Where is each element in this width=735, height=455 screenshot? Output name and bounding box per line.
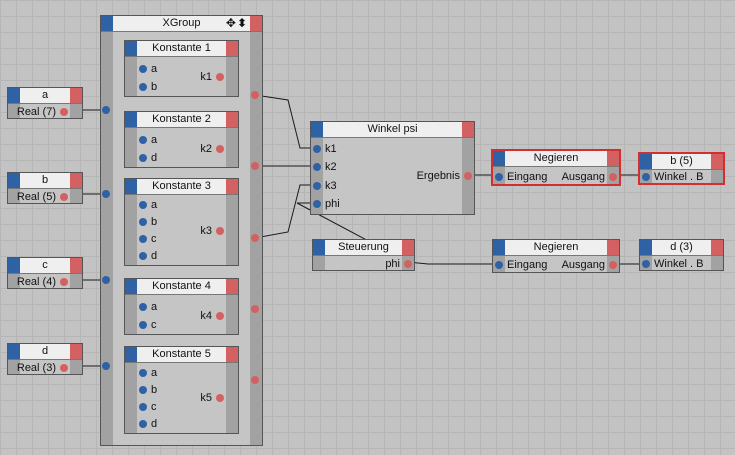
output-port-ergebnis[interactable]: Ergebnis	[417, 169, 473, 183]
input-port-b[interactable]: b	[139, 383, 157, 397]
output-port-phi[interactable]: phi	[385, 257, 412, 271]
node-title: Konstante 1	[152, 42, 211, 54]
input-port-a[interactable]: a	[139, 198, 157, 212]
input-port-k3[interactable]: k3	[313, 179, 337, 193]
output-port-k4[interactable]: k4	[200, 309, 224, 323]
input-port-winkel-b[interactable]: Winkel . B	[642, 170, 704, 184]
xgroup-input-port-d[interactable]	[102, 362, 110, 370]
node-title: c	[42, 259, 48, 271]
input-port-b[interactable]: b	[139, 80, 157, 94]
output-port-real[interactable]: Real (4)	[17, 275, 69, 289]
input-port-phi[interactable]: phi	[313, 197, 340, 211]
output-port-k2[interactable]: k2	[200, 142, 224, 156]
konstante-1-node[interactable]: Konstante 1 a b k1	[124, 40, 239, 97]
node-title: Konstante 3	[152, 180, 211, 192]
xgroup-input-port-a[interactable]	[102, 106, 110, 114]
node-title: Steuerung	[338, 241, 389, 253]
input-port-eingang[interactable]: Eingang	[495, 258, 547, 272]
input-node-b[interactable]: b Real (5)	[7, 172, 83, 204]
input-port-c[interactable]: c	[139, 318, 157, 332]
move-icon[interactable]: ✥	[225, 16, 237, 30]
input-port-b[interactable]: b	[139, 215, 157, 229]
input-node-c[interactable]: c Real (4)	[7, 257, 83, 289]
xgroup-output-port-k3[interactable]	[251, 234, 259, 242]
node-title: d	[41, 345, 49, 357]
input-port-a[interactable]: a	[139, 62, 157, 76]
input-port-c[interactable]: c	[139, 400, 157, 414]
node-title: d (3)	[670, 241, 693, 253]
input-node-a[interactable]: a Real (7)	[7, 87, 83, 119]
input-port-eingang[interactable]: Eingang	[495, 170, 547, 184]
node-title: b	[41, 174, 49, 186]
xgroup-output-port-k4[interactable]	[251, 305, 259, 313]
input-node-d[interactable]: d Real (3)	[7, 343, 83, 375]
xgroup-input-port-c[interactable]	[102, 276, 110, 284]
xgroup-input-strip	[101, 32, 113, 445]
wire-k3	[254, 184, 316, 239]
node-title: Negieren	[533, 241, 579, 253]
input-port-d[interactable]: d	[139, 249, 157, 263]
konstante-3-node[interactable]: Konstante 3 a b c d k3	[124, 178, 239, 266]
input-port-a[interactable]: a	[139, 133, 157, 147]
node-title: Negieren	[533, 152, 579, 164]
xgroup-output-port-k2[interactable]	[251, 162, 259, 170]
output-port-k5[interactable]: k5	[200, 391, 224, 405]
winkel-psi-node[interactable]: Winkel psi k1 k2 k3 phi Ergebnis	[310, 121, 475, 215]
wire-k1	[254, 94, 316, 149]
input-port-k2[interactable]: k2	[313, 160, 337, 174]
output-port-k3[interactable]: k3	[200, 224, 224, 238]
output-port-k1[interactable]: k1	[200, 70, 224, 84]
xgroup-title: XGroup	[162, 17, 201, 29]
node-title: Konstante 2	[152, 113, 211, 125]
negieren-1-node[interactable]: Negieren Eingang Ausgang	[491, 149, 621, 186]
input-port-d[interactable]: d	[139, 151, 157, 165]
input-port-winkel-b[interactable]: Winkel . B	[642, 257, 704, 271]
output-port-ausgang[interactable]: Ausgang	[562, 170, 618, 184]
input-port-a[interactable]: a	[139, 300, 157, 314]
node-title: b (5)	[670, 155, 693, 167]
input-port-d[interactable]: d	[139, 417, 157, 431]
node-title: Konstante 5	[152, 348, 211, 360]
wire-steuerung-negieren	[407, 261, 498, 265]
node-title: a	[41, 89, 49, 101]
negieren-2-node[interactable]: Negieren Eingang Ausgang	[492, 239, 620, 273]
collapse-arrow-icon[interactable]: ⬍	[236, 16, 248, 30]
input-port-a[interactable]: a	[139, 366, 157, 380]
output-port-real[interactable]: Real (3)	[17, 361, 69, 375]
node-title: Winkel psi	[367, 123, 418, 135]
konstante-4-node[interactable]: Konstante 4 a c k4	[124, 278, 239, 335]
steuerung-node[interactable]: Steuerung phi	[312, 239, 415, 271]
node-title: Konstante 4	[152, 280, 211, 292]
konstante-5-node[interactable]: Konstante 5 a b c d k5	[124, 346, 239, 434]
input-port-k1[interactable]: k1	[313, 142, 337, 156]
output-port-real[interactable]: Real (5)	[17, 190, 69, 204]
xgroup-output-port-k5[interactable]	[251, 376, 259, 384]
output-node-b[interactable]: b (5) Winkel . B	[638, 152, 725, 185]
output-port-ausgang[interactable]: Ausgang	[562, 258, 618, 272]
input-port-c[interactable]: c	[139, 232, 157, 246]
output-node-d[interactable]: d (3) Winkel . B	[639, 239, 724, 271]
output-port-real[interactable]: Real (7)	[17, 105, 69, 119]
xgroup-input-port-b[interactable]	[102, 190, 110, 198]
xgroup-output-port-k1[interactable]	[251, 91, 259, 99]
konstante-2-node[interactable]: Konstante 2 a d k2	[124, 111, 239, 168]
xgroup-header[interactable]: XGroup ✥⬍	[101, 16, 262, 32]
